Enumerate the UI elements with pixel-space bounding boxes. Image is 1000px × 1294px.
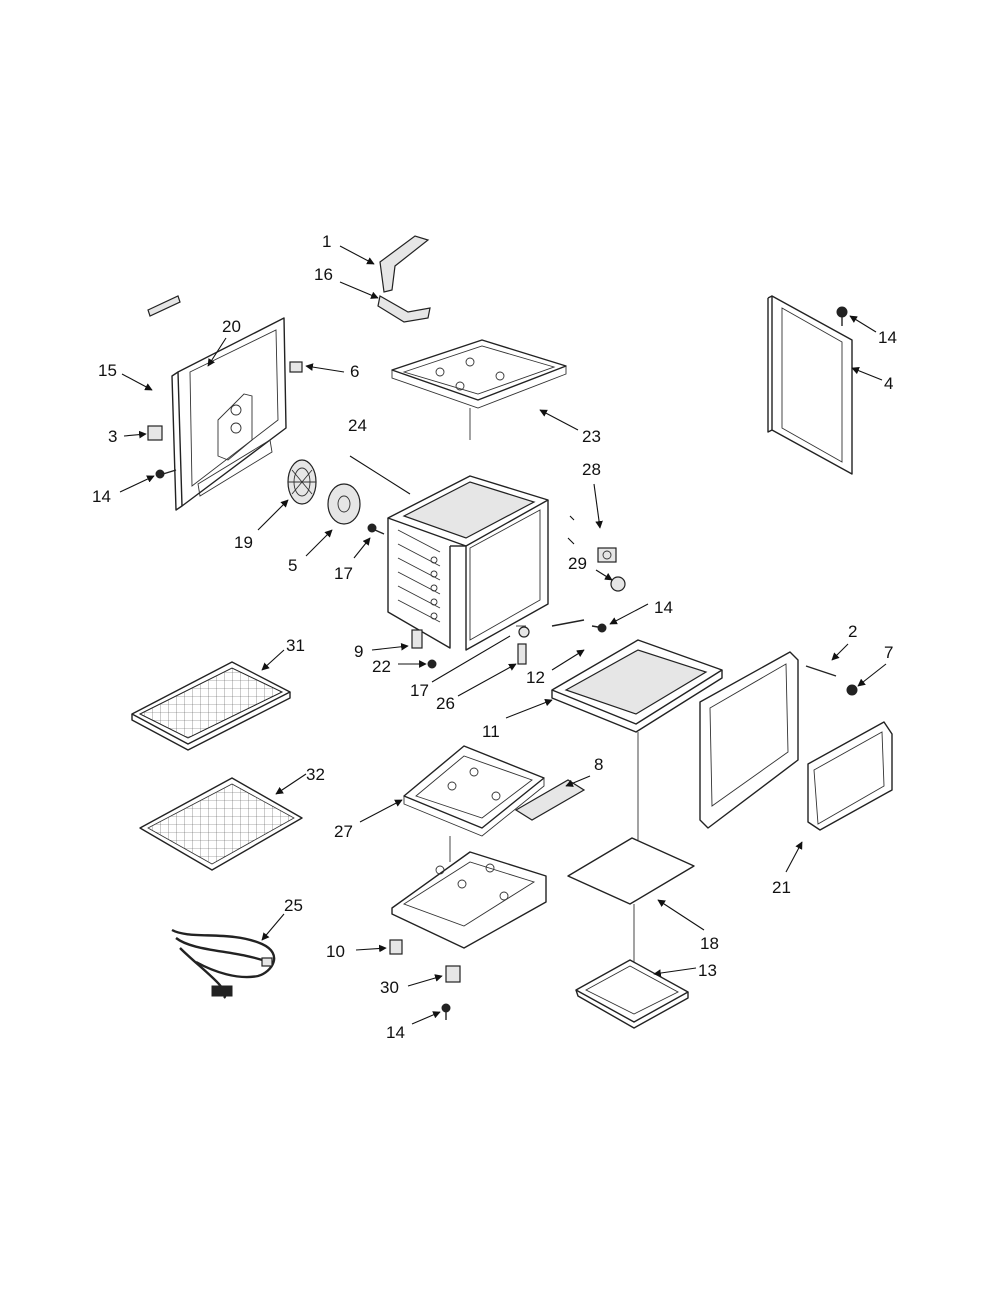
leveler-part-30: [445, 965, 461, 983]
door-frame-part-4: [767, 295, 853, 475]
bracket-part-26: [517, 643, 527, 665]
door-gasket-part-21: [807, 721, 893, 831]
callout-9: 9: [354, 642, 363, 661]
callout-20: 20: [222, 317, 241, 336]
callout-14: 14: [654, 598, 673, 617]
screw-part-14-left: [155, 469, 177, 479]
drip-sheet-part-18: [567, 837, 695, 905]
sensor-part-9: [411, 629, 423, 649]
alignment-guides: [516, 625, 639, 962]
callout-14: 14: [386, 1023, 405, 1042]
callout-1: 1: [322, 232, 331, 251]
wire-harness-part-25: [171, 928, 276, 999]
callout-14: 14: [878, 328, 897, 347]
fan-cover-part-5: [327, 483, 361, 525]
callout-14: 14: [92, 487, 111, 506]
callout-13: 13: [698, 961, 717, 980]
callout-4: 4: [884, 374, 893, 393]
clip-part-3: [147, 425, 163, 441]
callout-22: 22: [372, 657, 391, 676]
screw-part-7: [846, 684, 858, 696]
oven-cavity-part-24: [387, 475, 549, 651]
leader-lines: [119, 245, 887, 1025]
callout-10: 10: [326, 942, 345, 961]
callout-27: 27: [334, 822, 353, 841]
screw-part-2: [805, 665, 837, 677]
callout-labels: 1 16 20 15 6 3 14 24 23 14 4 19 5 17 28 …: [92, 232, 897, 1042]
callout-31: 31: [286, 636, 305, 655]
callout-32: 32: [306, 765, 325, 784]
broil-rack-part-32: [139, 777, 303, 871]
callout-17: 17: [410, 681, 429, 700]
callout-17: 17: [334, 564, 353, 583]
rod-part-12: [551, 619, 585, 627]
lower-chassis: [391, 836, 547, 949]
callout-29: 29: [568, 554, 587, 573]
fan-part-19: [287, 459, 317, 505]
top-plate-part-23: [391, 339, 567, 440]
callout-26: 26: [436, 694, 455, 713]
callout-7: 7: [884, 643, 893, 662]
element-part-8: [514, 779, 586, 821]
callout-24: 24: [348, 416, 367, 435]
screw-part-14-top-right: [836, 306, 848, 326]
screw-part-22: [427, 659, 437, 669]
callout-16: 16: [314, 265, 333, 284]
door-inner-frame-part-11: [551, 639, 723, 733]
bottom-plate-part-27: [403, 745, 545, 837]
callout-2: 2: [848, 622, 857, 641]
callout-25: 25: [284, 896, 303, 915]
callout-19: 19: [234, 533, 253, 552]
oven-rack-part-31: [131, 661, 291, 751]
strip-part-15: [147, 295, 181, 317]
callout-30: 30: [380, 978, 399, 997]
callout-3: 3: [108, 427, 117, 446]
screw-part-14-bottom: [441, 1003, 451, 1020]
callout-28: 28: [582, 460, 601, 479]
callout-6: 6: [350, 362, 359, 381]
screw-part-17-upper: [367, 523, 385, 535]
bracket-part-1: [379, 235, 430, 293]
rear-panel-part-20: [171, 317, 287, 511]
door-outer-frame: [699, 651, 799, 829]
callout-15: 15: [98, 361, 117, 380]
callout-12: 12: [526, 668, 545, 687]
screw-part-17-lower: [518, 626, 530, 638]
thermostat-part-28: [597, 547, 617, 563]
fitting-part-6: [289, 361, 303, 373]
callout-18: 18: [700, 934, 719, 953]
callout-23: 23: [582, 427, 601, 446]
clip-part-10: [389, 939, 403, 955]
callout-5: 5: [288, 556, 297, 575]
drawer-tray-part-13: [575, 959, 689, 1029]
knob-part-29: [610, 576, 626, 592]
callout-11: 11: [482, 722, 500, 741]
callout-8: 8: [594, 755, 603, 774]
callout-21: 21: [772, 878, 791, 897]
bracket-part-16: [377, 295, 431, 323]
screw-part-14-mid: [591, 623, 607, 633]
